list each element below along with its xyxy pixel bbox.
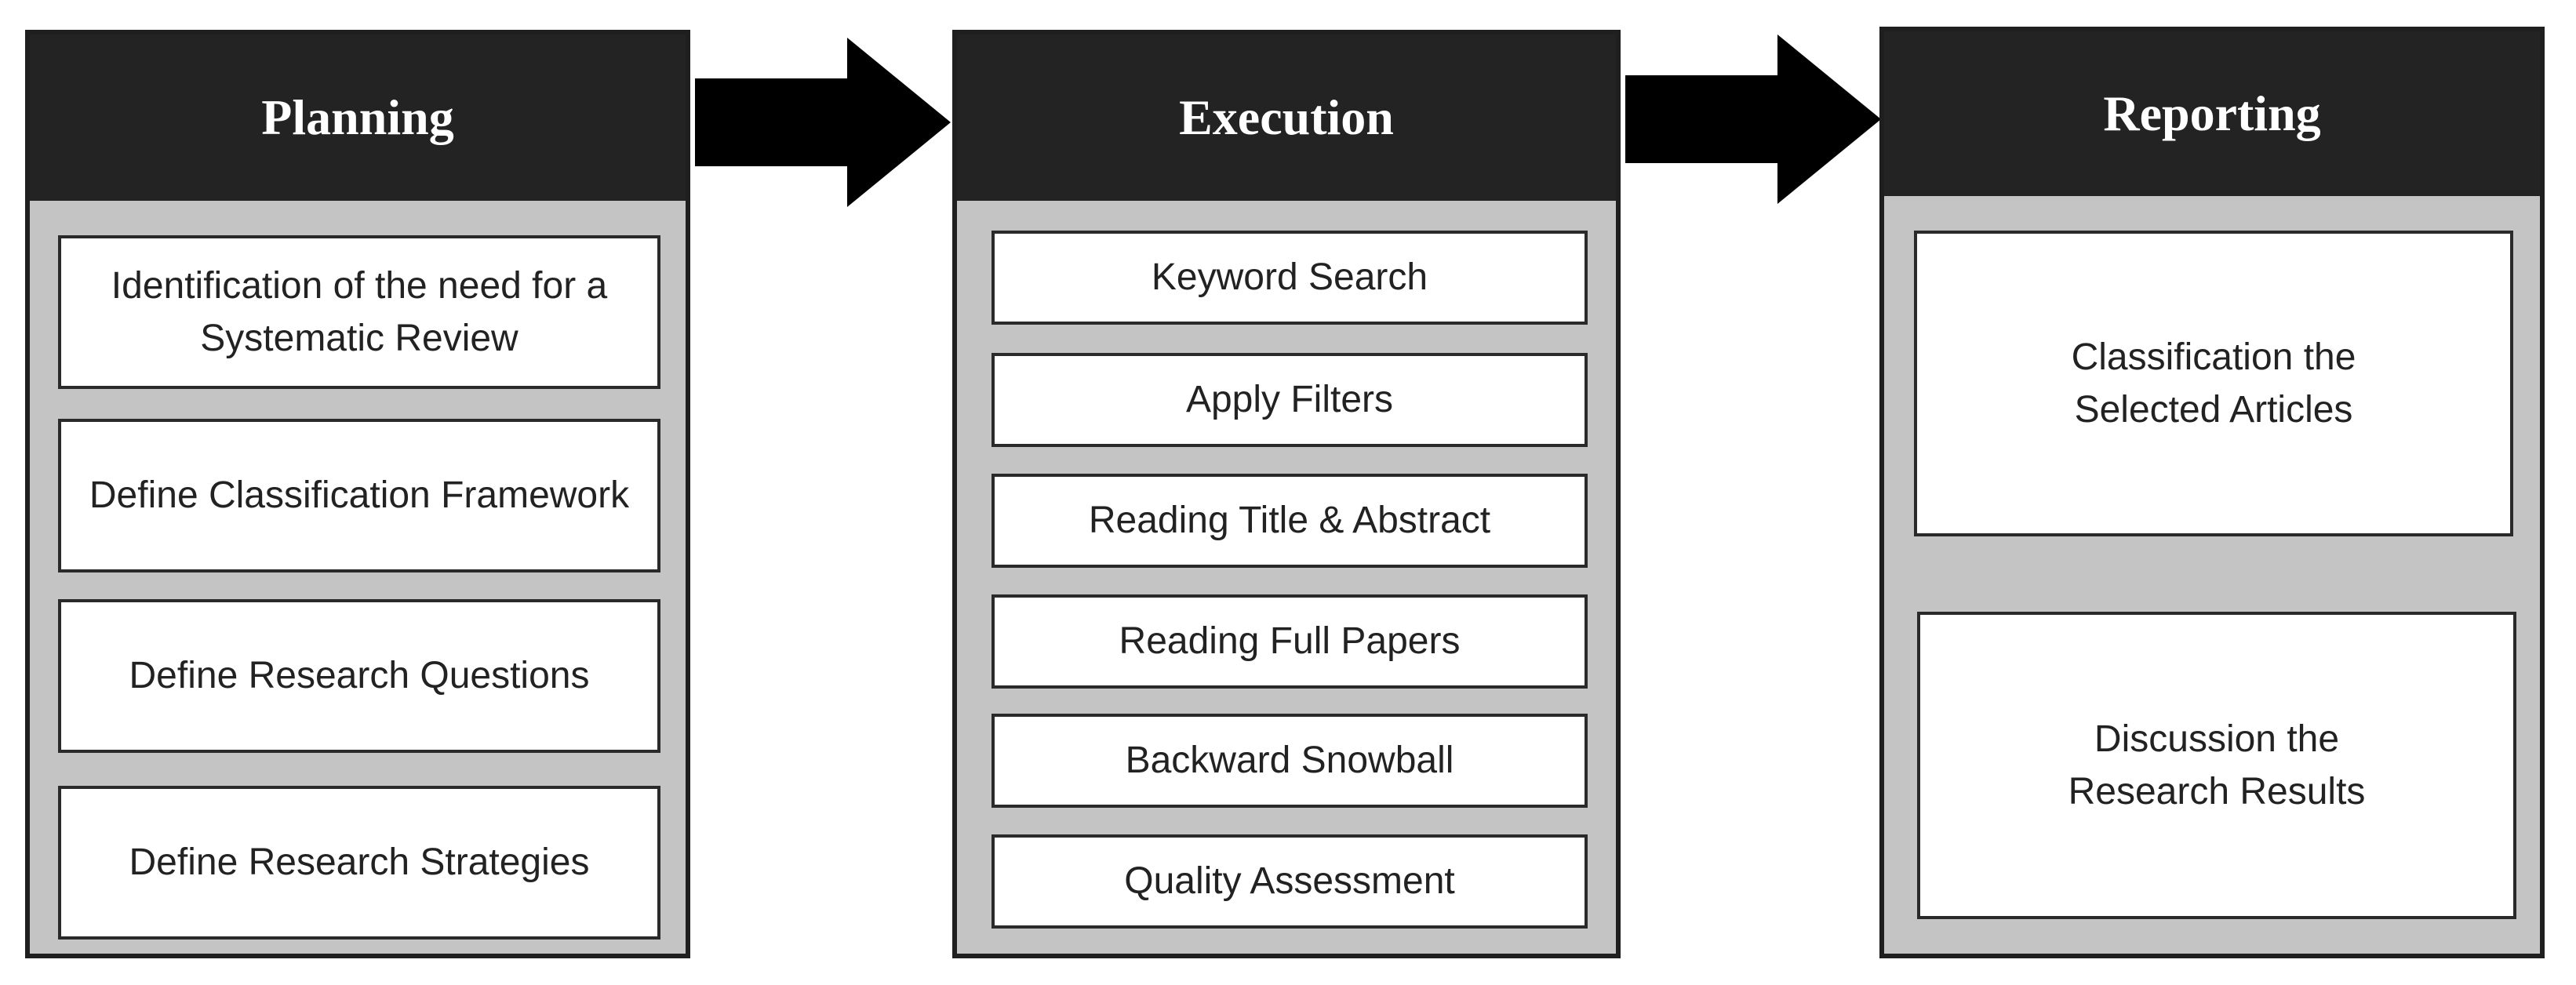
execution-step-apply-filters: Apply Filters (991, 353, 1588, 447)
execution-title: Execution (1179, 89, 1394, 145)
reporting-title: Reporting (2103, 85, 2321, 141)
arrow-planning-to-execution (695, 38, 951, 207)
execution-step-full-papers: Reading Full Papers (991, 594, 1588, 689)
reporting-step-discussion: Discussion the Research Results (1917, 612, 2516, 919)
execution-step-quality-assessment: Quality Assessment (991, 834, 1588, 929)
planning-step-research-strategies: Define Research Strategies (58, 786, 660, 940)
planning-panel: Planning Identification of the need for … (25, 30, 690, 958)
execution-step-keyword-search: Keyword Search (991, 231, 1588, 325)
execution-panel: Execution Keyword Search Apply Filters R… (952, 30, 1621, 958)
execution-step-backward-snowball: Backward Snowball (991, 714, 1588, 808)
reporting-header: Reporting (1884, 31, 2540, 196)
planning-step-need-for-review: Identification of the need for a Systema… (58, 235, 660, 389)
execution-header: Execution (957, 35, 1616, 201)
reporting-step-classification: Classification the Selected Articles (1914, 231, 2513, 536)
planning-header: Planning (30, 35, 686, 201)
execution-step-title-abstract: Reading Title & Abstract (991, 474, 1588, 568)
arrow-execution-to-reporting (1625, 35, 1881, 204)
planning-step-research-questions: Define Research Questions (58, 599, 660, 753)
planning-title: Planning (261, 89, 454, 145)
planning-step-classification-framework: Define Classification Framework (58, 419, 660, 572)
reporting-panel: Reporting Classification the Selected Ar… (1879, 27, 2545, 958)
